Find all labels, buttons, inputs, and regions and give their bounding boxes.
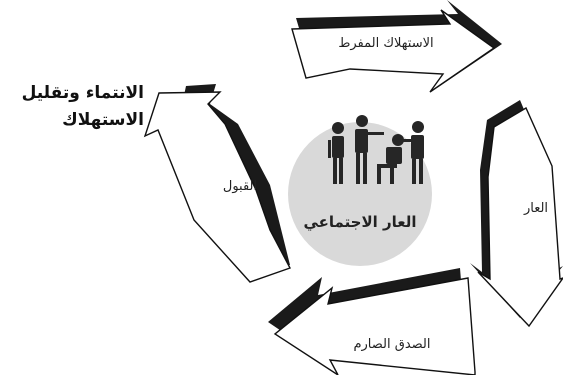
arrow-right (470, 100, 563, 328)
people-group-icon (328, 115, 424, 184)
step-label-acceptance: القبول (223, 179, 257, 194)
side-title-line-1: الانتماء وتقليل (21, 83, 144, 103)
center-label: العار الاجتماعي (303, 213, 416, 231)
step-label-shame: العار (523, 201, 548, 216)
step-label-strict-honesty: الصدق الصارم (353, 337, 430, 352)
arrow-top (291, 0, 502, 93)
side-title: الانتماء وتقليل الاستهلاك (4, 80, 144, 134)
step-label-overconsumption: الاستهلاك المفرط (338, 36, 433, 51)
arrow-bottom (268, 268, 476, 375)
side-title-line-2: الاستهلاك (62, 110, 144, 130)
arrow-left (143, 84, 291, 283)
